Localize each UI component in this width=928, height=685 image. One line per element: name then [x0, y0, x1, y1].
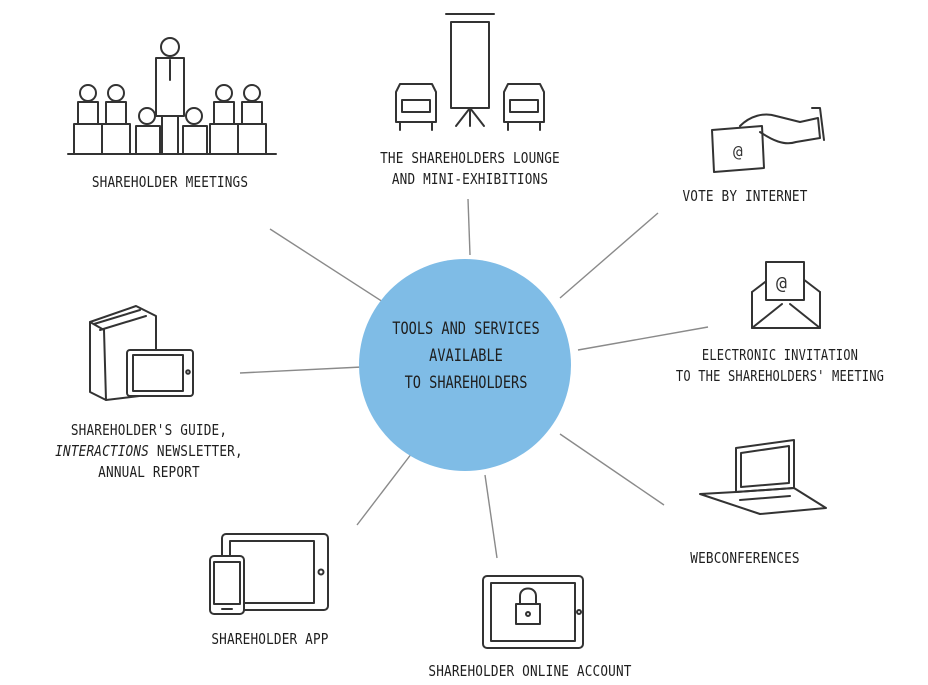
laptop-icon: [699, 439, 827, 515]
label-shareholder-online-account: SHAREHOLDER ONLINE ACCOUNT: [419, 661, 640, 682]
label-vote-line-1: VOTE BY INTERNET: [682, 187, 808, 205]
hub-title-line-2: AVAILABLE: [429, 346, 503, 366]
spoke-webconf: [559, 433, 665, 506]
label-webconf-line-1: WEBCONFERENCES: [690, 549, 800, 567]
svg-text:@: @: [776, 273, 787, 294]
armchairs-flipchart-icon: [395, 13, 545, 131]
label-invitation-line-1: ELECTRONIC INVITATION: [701, 346, 859, 364]
label-shareholders-guide: SHAREHOLDER'S GUIDE, INTERACTIONS NEWSLE…: [38, 420, 259, 483]
label-shareholders-lounge: THE SHAREHOLDERS LOUNGE AND MINI-EXHIBIT…: [359, 148, 580, 190]
svg-text:@: @: [733, 142, 743, 161]
spoke-app: [356, 452, 413, 526]
label-guide-line-1: SHAREHOLDER'S GUIDE,: [70, 421, 228, 439]
email-envelope-icon: @: [751, 261, 821, 329]
spoke-meetings: [269, 228, 384, 303]
label-account-line-1: SHAREHOLDER ONLINE ACCOUNT: [428, 662, 632, 680]
label-invitation-line-2: TO THE SHAREHOLDERS' MEETING: [675, 367, 885, 385]
spokes: [239, 198, 709, 559]
hub-title-line-3: TO SHAREHOLDERS: [404, 373, 528, 393]
spoke-invitation: [577, 326, 709, 351]
spoke-guide: [239, 366, 363, 374]
label-guide-italic-interactions: INTERACTIONS: [55, 442, 149, 460]
spoke-lounge: [467, 198, 471, 256]
audience-presenter-icon: [67, 37, 277, 155]
spoke-vote: [559, 212, 659, 299]
label-guide-line-3: ANNUAL REPORT: [98, 463, 200, 481]
book-tablet-icon: [89, 305, 194, 401]
label-electronic-invitation: ELECTRONIC INVITATION TO THE SHAREHOLDER…: [655, 345, 905, 387]
label-app-line-1: SHAREHOLDER APP: [211, 630, 329, 648]
label-shareholder-meetings: SHAREHOLDER MEETINGS: [73, 172, 267, 193]
hub-title-line-1: TOOLS AND SERVICES: [392, 319, 540, 339]
label-webconferences: WEBCONFERENCES: [671, 548, 819, 569]
label-shareholder-meetings-line-1: SHAREHOLDER MEETINGS: [91, 173, 249, 191]
label-guide-line-2: INTERACTIONS NEWSLETTER,: [38, 441, 259, 462]
hub-title: TOOLS AND SERVICES AVAILABLE TO SHAREHOL…: [378, 316, 554, 397]
label-shareholder-app: SHAREHOLDER APP: [188, 629, 352, 650]
hand-ballot-icon: @: [711, 107, 825, 173]
label-guide-newsletter: NEWSLETTER,: [156, 442, 243, 460]
label-lounge-line-1: THE SHAREHOLDERS LOUNGE: [380, 149, 560, 167]
hub-circle: [359, 259, 571, 471]
tablet-phone-icon: [209, 533, 329, 615]
padlock-tablet-icon: [482, 575, 584, 649]
spoke-account: [484, 474, 498, 559]
label-lounge-line-2: AND MINI-EXHIBITIONS: [391, 170, 549, 188]
label-vote-by-internet: VOTE BY INTERNET: [667, 186, 823, 207]
